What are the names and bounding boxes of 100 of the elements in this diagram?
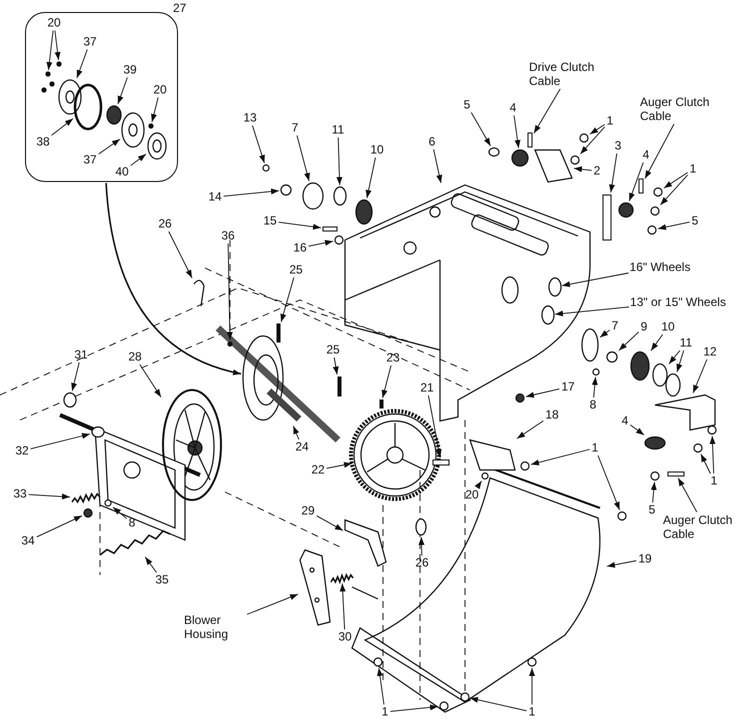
callout-number: 9 (640, 320, 648, 334)
cable-end (638, 178, 644, 194)
leader-line (606, 560, 637, 568)
leader-line (382, 365, 392, 398)
callout-number: 6 (428, 136, 436, 148)
callout-number: 40 (114, 166, 130, 178)
flange-plate (147, 132, 167, 160)
bolt-head (570, 155, 580, 165)
callout-number: 7 (290, 122, 300, 134)
callout-number: 30 (337, 630, 353, 644)
cable-fitting (644, 436, 666, 450)
callout-number: 4 (508, 102, 518, 114)
leader-line (332, 357, 339, 375)
bolt-head (693, 443, 703, 453)
bolt-head (579, 133, 589, 143)
leader-line (278, 222, 322, 230)
callout-number: 22 (310, 464, 326, 476)
callout-number: 39 (122, 64, 138, 76)
callout-number: 1 (606, 114, 614, 128)
gear (355, 199, 373, 225)
leader-line (474, 480, 482, 490)
leader-line (316, 515, 344, 531)
callout-number: 34 (20, 534, 36, 548)
callout-number: 8 (588, 398, 598, 412)
washer (104, 499, 112, 507)
curved-arrow (105, 182, 242, 375)
callout-number: 24 (294, 440, 310, 454)
callout-number: 15 (262, 214, 278, 228)
bolt-head (647, 225, 657, 235)
leader-line (592, 376, 598, 398)
callout-number: 25 (325, 344, 341, 356)
callout-number: 5 (462, 98, 472, 112)
part-label: Blower Housing (184, 613, 246, 641)
leader-line (292, 426, 300, 440)
leader-line (139, 364, 162, 398)
pin (322, 226, 338, 232)
leader-line (30, 433, 90, 450)
callout-number: 37 (82, 36, 98, 48)
washer (334, 235, 344, 245)
mounting-bracket (654, 394, 716, 431)
part-label: Auger Clutch Cable (663, 513, 747, 541)
leader-line (644, 124, 674, 179)
leader-line (390, 704, 438, 712)
leader-line (418, 536, 424, 556)
leader-line (76, 49, 88, 78)
spring (71, 493, 101, 503)
part-label: 13" or 15" Wheels (630, 295, 726, 309)
bolt-head (650, 471, 660, 481)
washer (652, 363, 668, 387)
washer (280, 184, 292, 196)
part-label: Auger Clutch Cable (640, 95, 724, 123)
leader-line (428, 395, 442, 458)
callout-number: 7 (610, 320, 620, 332)
leader-line (340, 583, 346, 630)
mounting-bracket (469, 439, 516, 471)
bolt-head (617, 511, 627, 521)
leader-line (700, 454, 711, 474)
callout-number: 23 (385, 352, 401, 364)
leader-line (54, 30, 61, 60)
leader-line (600, 330, 610, 338)
callout-number: 3 (614, 140, 622, 152)
part-label: 16" Wheels (630, 260, 690, 274)
pulley-wheel (162, 389, 222, 501)
callout-number: 29 (300, 504, 316, 518)
leader-line (280, 277, 294, 322)
bolt-head (520, 461, 530, 471)
leader-line (98, 138, 120, 154)
leader-line (470, 112, 491, 146)
leader-line (678, 478, 698, 512)
gear (630, 351, 650, 381)
leader-line (598, 455, 620, 510)
callout-number: 36 (220, 230, 236, 242)
leader-line (574, 166, 592, 172)
callout-number: 17 (560, 380, 576, 394)
leader-line (112, 506, 128, 519)
blower-housing-bracket (299, 549, 331, 626)
leader-line (554, 306, 630, 316)
leader-line (692, 359, 708, 394)
callout-number: 25 (288, 264, 304, 276)
bolt-head (262, 164, 270, 172)
key (378, 399, 384, 409)
callout-number: 27 (173, 2, 186, 15)
part-label: Drive Clutch Cable (529, 60, 609, 88)
callout-number: 38 (35, 136, 51, 148)
leader-line (526, 388, 560, 398)
leader-line (433, 149, 442, 184)
leader-line (252, 125, 265, 164)
leader-line (336, 137, 342, 186)
fastener (56, 61, 62, 67)
cable-end (667, 471, 685, 477)
leader-line (580, 126, 606, 154)
lever-arm (344, 519, 387, 567)
leader-line (117, 77, 128, 104)
leader-line (28, 494, 70, 500)
callout-number: 37 (82, 154, 98, 166)
pin (276, 323, 280, 343)
leader-line (223, 188, 280, 197)
bearing-plate (121, 112, 145, 148)
cable-end (527, 132, 533, 148)
washer (606, 351, 618, 363)
